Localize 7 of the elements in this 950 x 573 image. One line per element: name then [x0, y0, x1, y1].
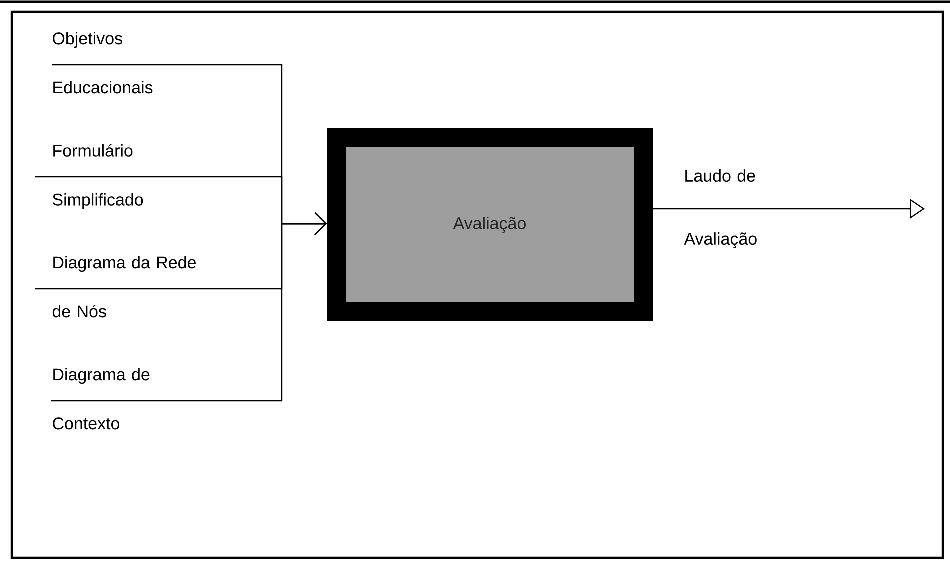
input-label: Diagrama de Contexto — [53, 368, 150, 430]
edge-label: Laudo de Avaliação — [684, 170, 757, 248]
input-label: Formulário Simplificado — [52, 144, 144, 210]
input-label: Diagrama da Rede de Nós — [52, 256, 196, 318]
input-label: Objetivos Educacionais — [53, 32, 153, 94]
arrow — [51, 212, 327, 402]
process-box: Avaliação — [327, 128, 653, 322]
